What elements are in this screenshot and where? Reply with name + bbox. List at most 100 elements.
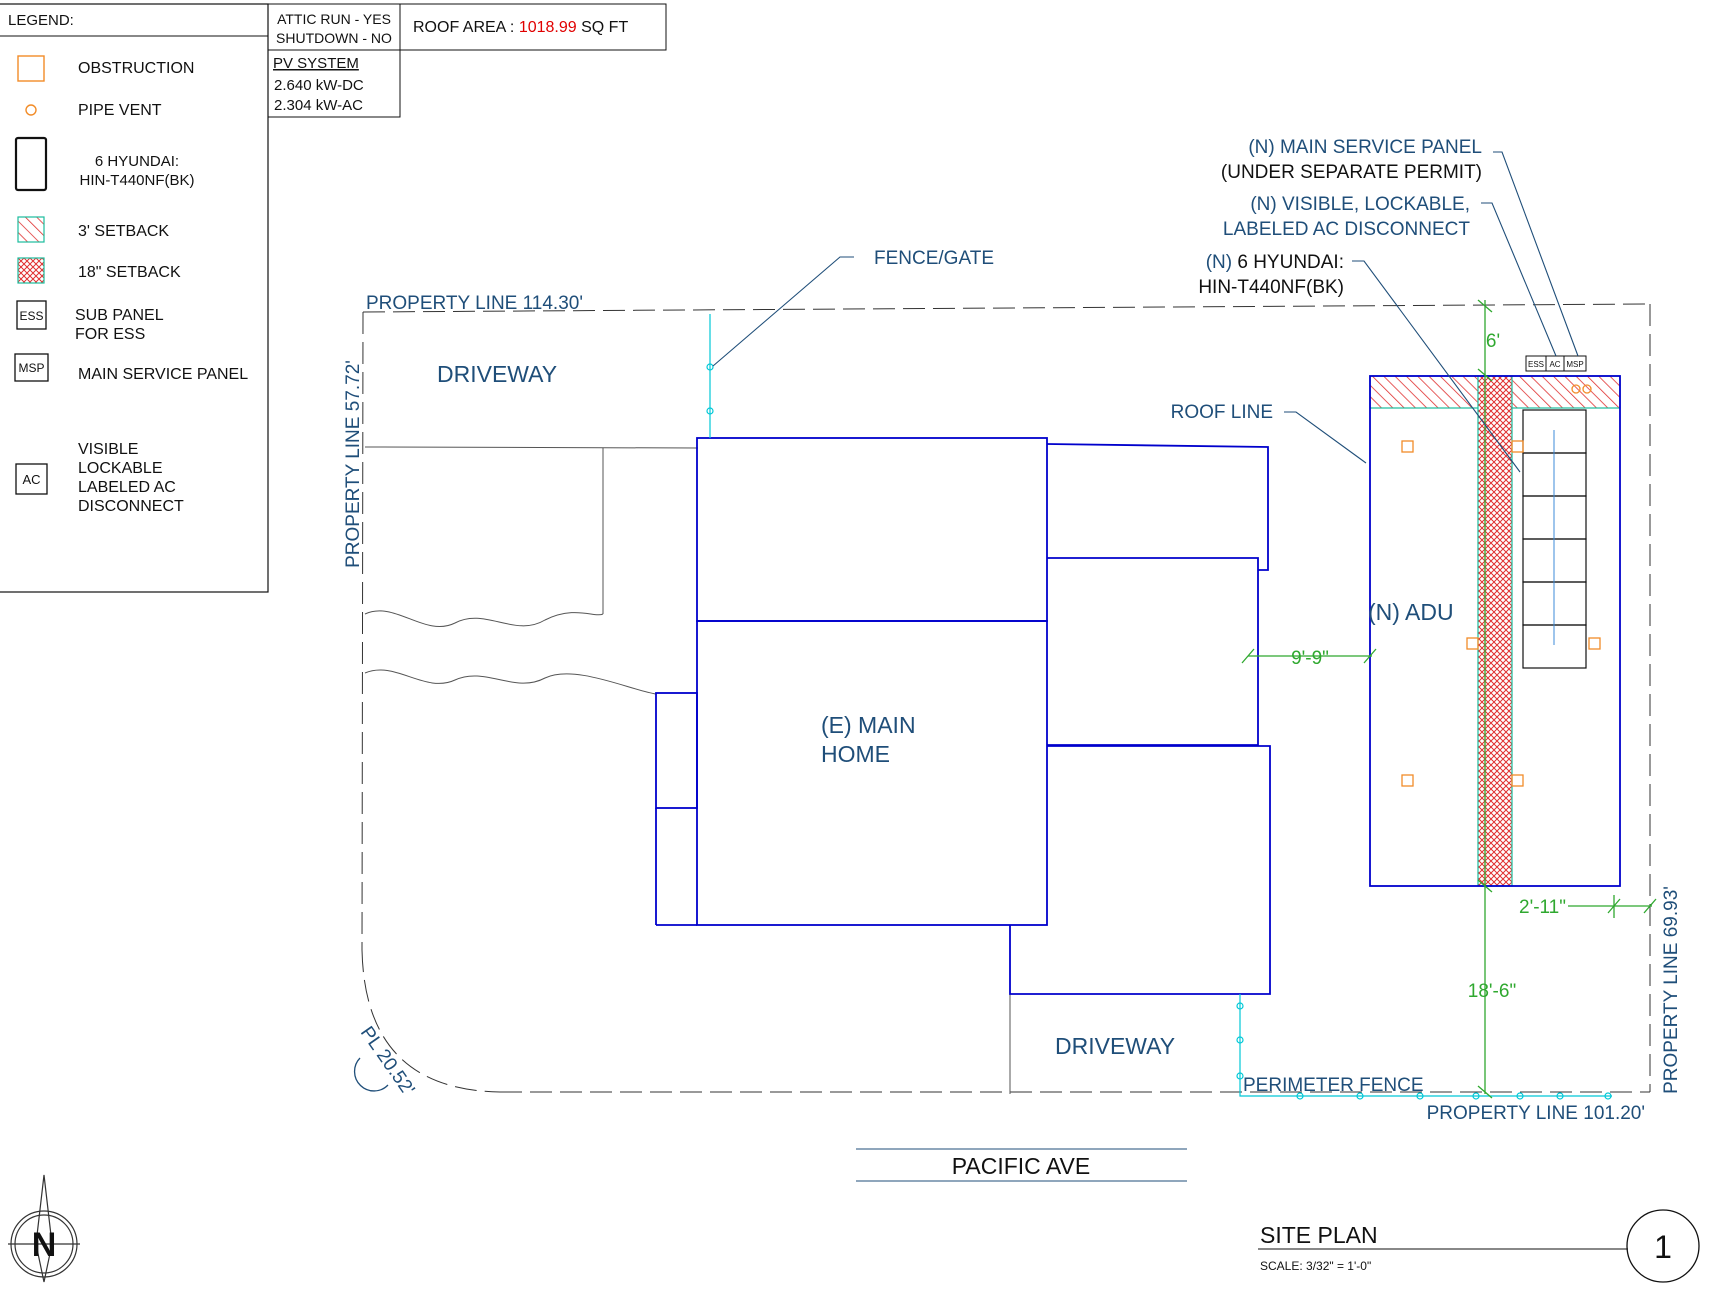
perimeter-fence-post-3 — [1236, 1072, 1244, 1080]
obstruction-1 — [1401, 440, 1414, 453]
obstruction-6 — [1511, 774, 1524, 787]
legend-msp-label: MAIN SERVICE PANEL — [78, 366, 248, 383]
dim-home-adu-tick-2 — [1363, 648, 1377, 664]
perimeter-fence-post-5 — [1356, 1092, 1364, 1100]
dim-tick-top-2 — [1477, 368, 1493, 382]
main-home — [655, 437, 1271, 995]
obstruction-5 — [1401, 774, 1414, 787]
obstruction-4 — [1588, 637, 1601, 650]
main-home-left-bump — [655, 692, 698, 809]
adu: ESS AC MSP (N) ADU — [1368, 355, 1621, 887]
obstruction-2 — [1511, 440, 1524, 453]
roof-area-unit: SQ FT — [577, 19, 629, 36]
dim-setback-top-label: 6' — [1486, 331, 1500, 352]
north-arrow: N — [8, 1174, 80, 1283]
dim-home-adu-tick-1 — [1241, 648, 1255, 664]
street-label: PACIFIC AVE — [952, 1153, 1090, 1179]
break-line-upper — [364, 610, 604, 628]
perimeter-fence-post-7 — [1472, 1092, 1480, 1100]
perimeter-fence-label: PERIMETER FENCE — [1243, 1075, 1424, 1096]
equip-msp-box — [1563, 355, 1587, 372]
adu-setback-18in — [1477, 375, 1513, 887]
module-callout-prefix: (N) — [1206, 252, 1238, 273]
setback-3ft-symbol — [17, 216, 45, 243]
pl-corner-label: PL 20.52' — [356, 1023, 419, 1100]
break-line-lower — [364, 669, 657, 695]
roof-area-label: ROOF AREA : — [413, 19, 519, 36]
obstruction-3 — [1466, 637, 1479, 650]
perimeter-fence-post-2 — [1236, 1036, 1244, 1044]
module-callout-leader — [1352, 260, 1521, 473]
setback-18in-symbol — [17, 257, 45, 284]
pv-system-box — [267, 49, 401, 118]
dim-adu-right-tick-2 — [1643, 898, 1657, 914]
dim-tick-bottom-1 — [1477, 879, 1493, 893]
attic-run-text: ATTIC RUN - YES — [277, 11, 391, 27]
adu-obstructions — [1401, 384, 1601, 787]
perimeter-fence-post-8 — [1516, 1092, 1524, 1100]
property-line-corner-curve — [361, 949, 501, 1093]
fence-gate-post-2 — [706, 407, 714, 415]
sheet-number-circle — [1626, 1209, 1700, 1283]
property-line-left-edge — [361, 311, 364, 951]
main-home-wing-upper — [1046, 443, 1269, 571]
driveway-bottom-label: DRIVEWAY — [1055, 1033, 1175, 1059]
main-home-wing-middle — [1047, 557, 1259, 746]
main-home-label-line2: HOME — [821, 741, 890, 767]
legend-ess-line2: FOR ESS — [75, 326, 145, 343]
legend-setback-3ft-label: 3' SETBACK — [78, 223, 169, 240]
legend-ac-line3: LABELED AC — [78, 479, 176, 496]
dim-tick-bottom-2 — [1477, 1085, 1493, 1099]
roof-area-value: 1018.99 — [519, 19, 577, 36]
pl-corner-arc — [353, 1057, 389, 1092]
main-home-center-block — [696, 620, 1048, 926]
legend-frame — [0, 3, 269, 593]
fence-gate-leader — [712, 256, 854, 367]
adu-equipment: ESS AC MSP — [1525, 355, 1587, 372]
perimeter-fence-post-10 — [1604, 1092, 1612, 1100]
driveway-top-label: DRIVEWAY — [437, 361, 557, 387]
msp-callout-line2: (UNDER SEPARATE PERMIT) — [1221, 162, 1482, 183]
main-home-label-line1: (E) MAIN — [821, 712, 916, 738]
module-callout-line2: HIN-T440NF(BK) — [1198, 277, 1344, 298]
roof-line-label: ROOF LINE — [1171, 402, 1273, 423]
callout-leaders — [712, 151, 1579, 473]
dim-tick-top-1 — [1477, 299, 1493, 313]
pipe-vent-1 — [1571, 384, 1581, 394]
north-arrow-letter: N — [32, 1226, 57, 1264]
dim-adu-bottom-label: 18'-6" — [1468, 981, 1516, 1002]
shutdown-text: SHUTDOWN - NO — [276, 30, 392, 46]
perimeter-fence-line — [1239, 994, 1612, 1097]
sheet-title: SITE PLAN — [1260, 1222, 1378, 1248]
property-line-left-label: PROPERTY LINE 57.72' — [343, 360, 364, 568]
site-linework — [364, 446, 1011, 1094]
legend-ess-line1: SUB PANEL — [75, 307, 164, 324]
sheet-scale: SCALE: 3/32" = 1'-0" — [1260, 1259, 1371, 1273]
sheet-number: 1 — [1654, 1229, 1672, 1265]
street: PACIFIC AVE — [856, 1148, 1187, 1182]
legend-ac-line2: LOCKABLE — [78, 460, 162, 477]
adu-roof-outline — [1369, 375, 1621, 887]
module-callout-line1: (N) 6 HYUNDAI: — [1206, 252, 1344, 273]
dimensions — [1241, 299, 1657, 1099]
driveway-top-edge — [364, 446, 699, 449]
perimeter-fence-post-4 — [1296, 1092, 1304, 1100]
legend: LEGEND: OBSTRUCTION PIPE VENT 6 HYUNDAI:… — [0, 3, 269, 593]
ess-symbol-code: ESS — [19, 309, 43, 323]
perimeter-fence-post-6 — [1416, 1092, 1424, 1100]
property-line-right-label: PROPERTY LINE 69.93' — [1661, 886, 1682, 1094]
property-line-bottom-label: PROPERTY LINE 101.20' — [1427, 1103, 1645, 1124]
system-info: ATTIC RUN - YES SHUTDOWN - NO ROOF AREA … — [267, 3, 667, 118]
pipe-vent-symbol — [25, 104, 37, 116]
kw-dc-text: 2.640 kW-DC — [274, 77, 364, 94]
msp-symbol — [14, 353, 49, 382]
msp-symbol-code: MSP — [18, 361, 44, 375]
module-symbol — [14, 136, 48, 192]
legend-pipe-vent-label: PIPE VENT — [78, 102, 162, 119]
ess-symbol — [16, 300, 47, 330]
property-line-top-edge — [362, 303, 1651, 313]
roof-line-leader — [1284, 411, 1367, 464]
title-block: SITE PLAN SCALE: 3/32" = 1'-0" 1 — [1258, 1209, 1700, 1283]
property-line-top-label: PROPERTY LINE 114.30' — [366, 293, 583, 314]
legend-setback-18in-label: 18" SETBACK — [78, 264, 181, 281]
